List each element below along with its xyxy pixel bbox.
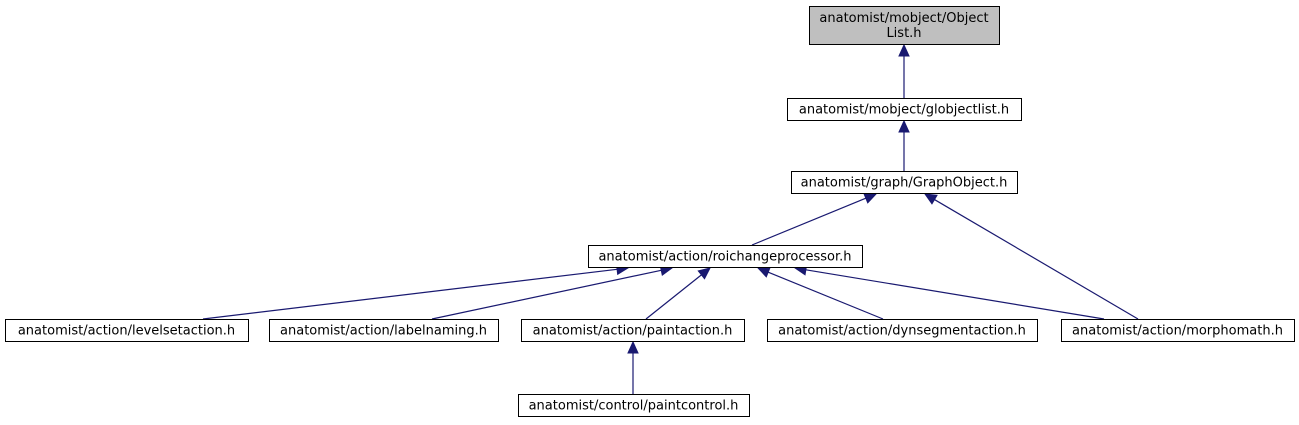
node-levelsetaction[interactable]: anatomist/action/levelsetaction.h [5,319,249,342]
edge-morphomath-to-graphobject [923,193,1139,320]
node-box [521,319,745,342]
node-box [787,98,1022,121]
edge-line [934,199,1139,320]
edge-line [645,274,702,320]
edge-line [805,269,1105,320]
node-label: anatomist/action/labelnaming.h [280,324,487,339]
edge-line [767,271,884,320]
arrowhead-icon [923,193,938,205]
edge-paintaction-to-roichangeprocessor [645,267,711,320]
node-label: List.h [886,26,921,41]
node-box [767,319,1038,342]
edge-globjectlist-to-objectlist [898,43,910,98]
node-box [5,319,249,342]
arrowhead-icon [898,119,910,133]
arrowhead-icon [756,266,771,278]
node-box [269,319,499,342]
node-label: anatomist/action/levelsetaction.h [18,324,235,339]
nodes-layer: anatomist/mobject/ObjectList.hanatomist/… [5,6,1295,417]
edge-dynsegmentaction-to-roichangeprocessor [756,266,884,320]
arrowhead-icon [863,193,878,204]
node-label: anatomist/action/morphomath.h [1072,324,1283,339]
node-label: anatomist/action/roichangeprocessor.h [598,250,851,265]
node-paintaction[interactable]: anatomist/action/paintaction.h [521,319,745,342]
node-label: anatomist/mobject/globjectlist.h [799,103,1009,118]
edge-line [751,197,867,246]
arrowhead-icon [697,267,711,280]
edge-line [202,268,618,320]
arrowhead-icon [627,340,639,354]
node-roichangeprocessor[interactable]: anatomist/action/roichangeprocessor.h [588,245,863,268]
node-labelnaming[interactable]: anatomist/action/labelnaming.h [269,319,499,342]
node-label: anatomist/action/dynsegmentaction.h [778,324,1026,339]
edge-levelsetaction-to-roichangeprocessor [202,263,630,320]
node-box [791,171,1018,194]
edge-line [431,269,662,320]
arrowhead-icon [898,43,910,57]
node-dynsegmentaction[interactable]: anatomist/action/dynsegmentaction.h [767,319,1038,342]
node-box [809,6,1000,45]
edge-roichangeprocessor-to-graphobject [751,193,878,246]
node-paintcontrol[interactable]: anatomist/control/paintcontrol.h [518,394,750,417]
edge-graphobject-to-globjectlist [898,119,910,171]
node-morphomath[interactable]: anatomist/action/morphomath.h [1061,319,1295,342]
node-label: anatomist/action/paintaction.h [533,324,733,339]
node-label: anatomist/graph/GraphObject.h [801,176,1008,191]
node-label: anatomist/mobject/Object [819,11,988,26]
node-globjectlist[interactable]: anatomist/mobject/globjectlist.h [787,98,1022,121]
node-box [518,394,750,417]
edge-paintcontrol-to-paintaction [627,340,639,394]
edge-morphomath-to-roichangeprocessor [793,264,1105,320]
node-box [1061,319,1295,342]
node-graphobject[interactable]: anatomist/graph/GraphObject.h [791,171,1018,194]
edge-labelnaming-to-roichangeprocessor [431,264,674,320]
node-label: anatomist/control/paintcontrol.h [529,399,739,414]
node-box [588,245,863,268]
